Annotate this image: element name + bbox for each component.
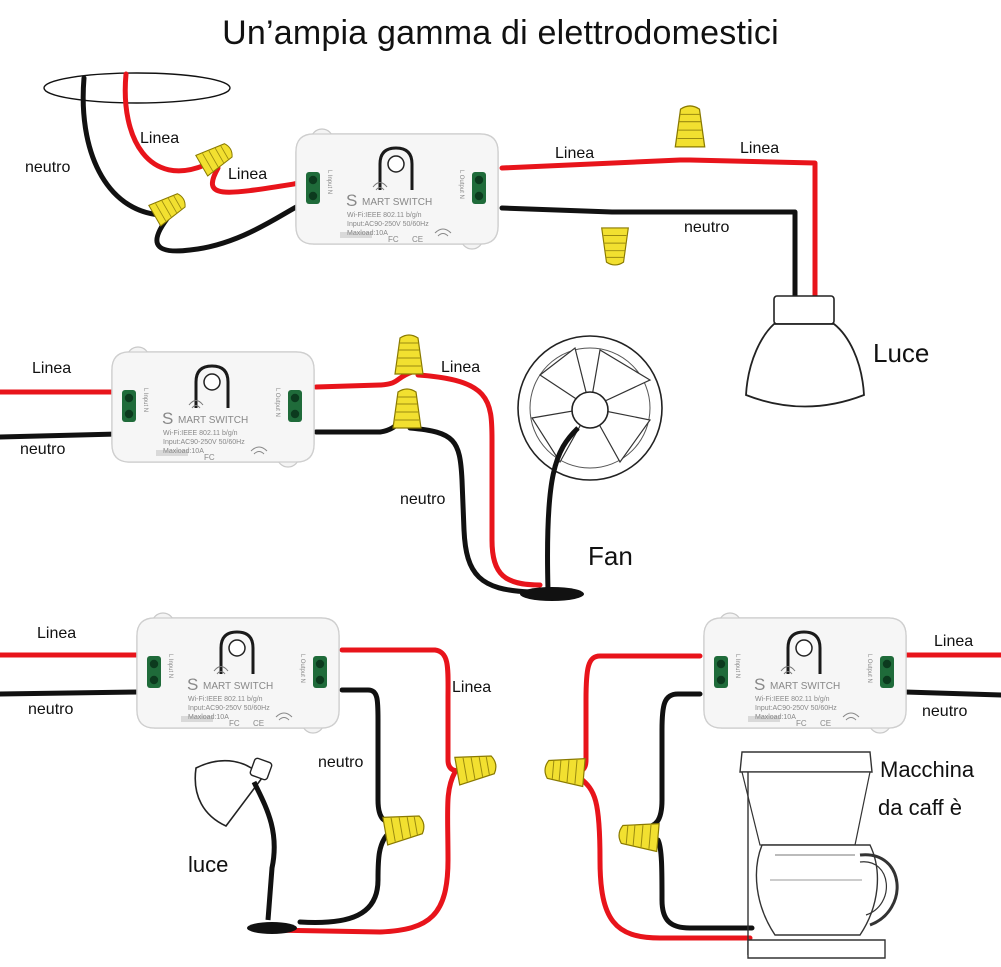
output-label: L Output N	[299, 654, 305, 683]
output-label: L Output N	[866, 654, 872, 683]
label-linea: Linea	[441, 359, 480, 376]
switch-spec: Input:AC90-250V 50/60Hz	[163, 439, 245, 446]
input-label: L Input N	[326, 170, 332, 194]
label-linea: Linea	[140, 130, 179, 147]
label-linea: Linea	[934, 633, 973, 650]
line-wire	[339, 647, 473, 774]
label-neutro: neutro	[400, 491, 445, 508]
line-wire	[415, 372, 543, 588]
wire-connector-icon	[382, 809, 427, 846]
switch-spec: Maxload:10A	[163, 448, 204, 455]
label-fan: Fan	[588, 541, 633, 571]
input-label: L Input N	[142, 388, 148, 412]
output-label: L Output N	[274, 388, 280, 417]
wire-connector-icon	[148, 188, 190, 227]
ce-mark: CE	[412, 235, 423, 244]
switch-spec: Wi-Fi:IEEE 802.11 b/g/n	[188, 696, 263, 703]
switch-brand-initial: S	[754, 675, 765, 694]
label-neutro: neutro	[684, 219, 729, 236]
input-label: L Input N	[734, 654, 740, 678]
fc-mark: FC	[388, 235, 399, 244]
input-label: L Input N	[167, 654, 173, 678]
switch-spec: Wi-Fi:IEEE 802.11 b/g/n	[163, 430, 238, 437]
label-linea: Linea	[555, 145, 594, 162]
line-wire	[562, 653, 703, 775]
ceiling-ring-icon	[43, 72, 231, 104]
wire-connector-icon	[392, 388, 422, 429]
label-neutro: neutro	[20, 441, 65, 458]
ce-mark: CE	[820, 719, 831, 728]
wire-connector-icon	[394, 334, 424, 375]
fc-mark: FC	[204, 453, 215, 462]
output-label: L Output N	[458, 170, 464, 199]
wire-connector-icon	[601, 227, 629, 266]
neutral-wire	[642, 691, 703, 831]
switch-spec: Input:AC90-250V 50/60Hz	[347, 221, 429, 228]
label-neutro: neutro	[25, 159, 70, 176]
switch-brand: MART SWITCH	[178, 415, 248, 426]
switch-spec: Input:AC90-250V 50/60Hz	[755, 705, 837, 712]
switch-brand-initial: S	[346, 191, 357, 210]
desk-lamp-icon	[194, 757, 297, 934]
coffee-maker-icon	[739, 751, 899, 959]
switch-brand: MART SWITCH	[770, 681, 840, 692]
neutral-wire	[154, 202, 303, 254]
light-bulb-icon	[745, 295, 865, 408]
neutral-wire	[297, 829, 393, 925]
label-luce: Luce	[873, 338, 929, 368]
neutral-wire	[407, 425, 533, 595]
label-linea: Linea	[32, 360, 71, 377]
line-wire	[499, 157, 818, 303]
neutral-wire	[499, 205, 798, 303]
label-neutro: neutro	[922, 703, 967, 720]
label-linea: Linea	[740, 140, 779, 157]
switch-spec: Input:AC90-250V 50/60Hz	[188, 705, 270, 712]
wire-connector-icon	[543, 754, 586, 788]
wire-connector-icon	[674, 105, 706, 148]
label-linea: Linea	[228, 166, 267, 183]
line-wire	[267, 769, 458, 935]
neutral-wire	[0, 431, 121, 440]
fc-mark: FC	[229, 719, 240, 728]
switch-spec: Maxload:10A	[188, 714, 229, 721]
neutral-wire	[0, 689, 143, 697]
wire-connector-icon	[617, 819, 660, 853]
switch-spec: Maxload:10A	[347, 230, 388, 237]
switch-brand: MART SWITCH	[362, 197, 432, 208]
label-linea: Linea	[37, 625, 76, 642]
label-linea: Linea	[452, 679, 491, 696]
switch-spec: Wi-Fi:IEEE 802.11 b/g/n	[347, 212, 422, 219]
switch-brand-initial: S	[162, 409, 173, 428]
label-neutro: neutro	[318, 754, 363, 771]
neutral-wire	[80, 75, 163, 218]
switch-brand-initial: S	[187, 675, 198, 694]
fan-icon	[517, 335, 663, 601]
fc-mark: FC	[796, 719, 807, 728]
neutral-wire	[313, 415, 408, 435]
wire-connector-icon	[454, 749, 499, 786]
switch-spec: Wi-Fi:IEEE 802.11 b/g/n	[755, 696, 830, 703]
line-wire	[122, 71, 208, 174]
label-neutro: neutro	[28, 701, 73, 718]
label-luce: luce	[188, 852, 228, 877]
line-wire	[577, 775, 753, 941]
page-title: Un’ampia gamma di elettrodomestici	[222, 14, 779, 52]
ce-mark: CE	[253, 719, 264, 728]
label-macchina: Macchina	[880, 757, 975, 782]
switch-brand: MART SWITCH	[203, 681, 273, 692]
switch-spec: Maxload:10A	[755, 714, 796, 721]
label-macchina: da caff è	[878, 795, 962, 820]
neutral-wire	[655, 837, 755, 931]
line-wire	[210, 165, 303, 195]
neutral-wire	[902, 689, 1001, 698]
